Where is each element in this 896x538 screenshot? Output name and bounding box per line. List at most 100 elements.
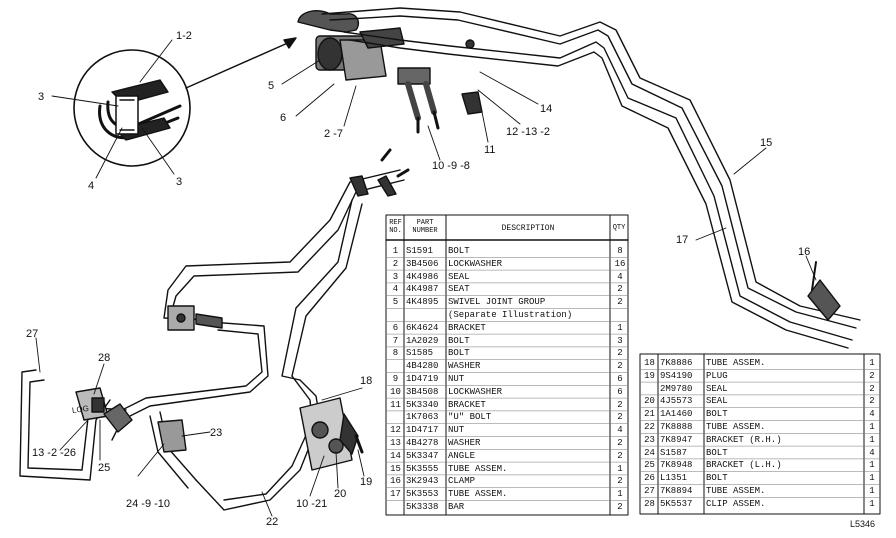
table-cell-ref: 12 [390, 425, 401, 436]
callout-17: 17 [676, 234, 689, 246]
table-cell-desc: SEAT [448, 284, 470, 295]
table-cell-desc: BRACKET [448, 399, 486, 410]
table-cell-desc: WASHER [448, 438, 481, 448]
table-cell-part: 7K8947 [660, 434, 693, 445]
table-cell-part: 5K3347 [406, 450, 439, 461]
table-cell-qty: 6 [617, 374, 623, 384]
table-cell-ref: 11 [390, 399, 401, 410]
table-cell-ref: 27 [644, 486, 655, 496]
callout-23: 23 [210, 427, 223, 439]
table-cell-desc: TUBE ASSEM. [448, 463, 508, 474]
table-header-description: DESCRIPTION [501, 224, 555, 233]
table-cell-qty: 2 [617, 502, 623, 512]
table-cell-desc: LOCKWASHER [448, 258, 503, 269]
table-header-qty: QTY [612, 224, 626, 232]
table-cell-qty: 2 [617, 438, 623, 448]
table-cell-desc: TUBE ASSEM. [706, 422, 766, 432]
table-cell-ref: 22 [644, 422, 655, 432]
table-cell-part: 5K3338 [406, 502, 439, 512]
table-row-lines [385, 257, 881, 501]
table-cell-part: 7K8888 [660, 422, 693, 432]
callout-10-9-8: 10 -9 -8 [432, 160, 470, 172]
table-cell-qty: 1 [869, 460, 875, 471]
callout-4: 4 [88, 180, 95, 192]
table-cell-qty: 2 [617, 399, 623, 410]
table-cell-desc: BOLT [706, 473, 728, 484]
table-cell-desc: NUT [448, 374, 465, 384]
table-cell-qty: 1 [617, 463, 623, 474]
table-cell-ref: 20 [644, 396, 655, 407]
table-cell-desc: "U" BOLT [448, 412, 492, 423]
callout-19: 19 [360, 476, 373, 488]
table-cell-desc: CLIP ASSEM. [706, 498, 766, 509]
callout-5: 5 [268, 80, 275, 92]
table-cell-qty: 1 [869, 473, 875, 484]
table-cell-desc: WASHER [448, 361, 481, 372]
table-cell-ref: 28 [644, 498, 655, 509]
table-cell-desc: BOLT [448, 335, 470, 346]
table-cell-qty: 2 [869, 396, 875, 407]
table-cell-part: 3B4506 [406, 258, 439, 269]
table-cell-part: S1585 [406, 348, 434, 359]
callout-15: 15 [760, 137, 773, 149]
table-cell-qty: 8 [617, 246, 623, 256]
table-cell-qty: 6 [617, 386, 623, 397]
table-cell-desc: CLAMP [448, 476, 476, 487]
table-cell-qty: 1 [869, 434, 875, 445]
table-cell-part: 2M9780 [660, 383, 693, 394]
table-cell-ref: 18 [644, 358, 655, 368]
table-cell-qty: 1 [869, 422, 875, 432]
table-cell-ref: 10 [390, 386, 401, 397]
table-cell-part: 9S4190 [660, 370, 693, 381]
table-cell-qty: 2 [869, 383, 875, 394]
table-cell-part: 4J5573 [660, 396, 693, 407]
table-cell-ref: 3 [392, 271, 399, 282]
table-cell-ref: 4 [392, 284, 399, 295]
table-cell-qty: 2 [869, 370, 875, 381]
parts-table-left-frame [385, 214, 629, 516]
table-cell-part: 4K4987 [406, 284, 439, 295]
callout-27: 27 [26, 328, 39, 340]
table-row: 22 7K8888 TUBE ASSEM. 1 [640, 421, 880, 433]
table-cell-qty: 1 [869, 498, 875, 509]
table-header-ref: REF NO. [389, 219, 402, 235]
table-cell-desc: PLUG [706, 370, 728, 381]
table-cell-ref: 5 [392, 297, 399, 308]
table-cell-part: 3K2943 [406, 476, 439, 487]
table-cell-desc: TUBE ASSEM. [706, 486, 766, 496]
table-cell-desc: (Separate Illustration) [448, 310, 573, 320]
table-cell-ref: 21 [644, 409, 655, 420]
table-cell-qty: 2 [617, 476, 623, 487]
table-cell-desc: BOLT [448, 348, 470, 359]
callout-3-bottom: 3 [176, 176, 183, 188]
table-cell-desc: BOLT [706, 447, 728, 458]
table-cell-qty: 2 [617, 412, 623, 423]
table-cell-part: 1A1460 [660, 409, 693, 420]
table-cell-desc: BAR [448, 502, 465, 512]
detail-arrow [185, 37, 297, 89]
callout-24-9-10: 24 -9 -10 [126, 498, 171, 510]
table-cell-part: 4B4280 [406, 361, 439, 372]
table-cell-ref: 19 [644, 370, 655, 381]
table-cell-part: 1D4719 [406, 374, 439, 384]
callout-13-2-26: 13 -2 -26 [32, 447, 77, 459]
table-cell-part: 7K8948 [660, 460, 693, 471]
